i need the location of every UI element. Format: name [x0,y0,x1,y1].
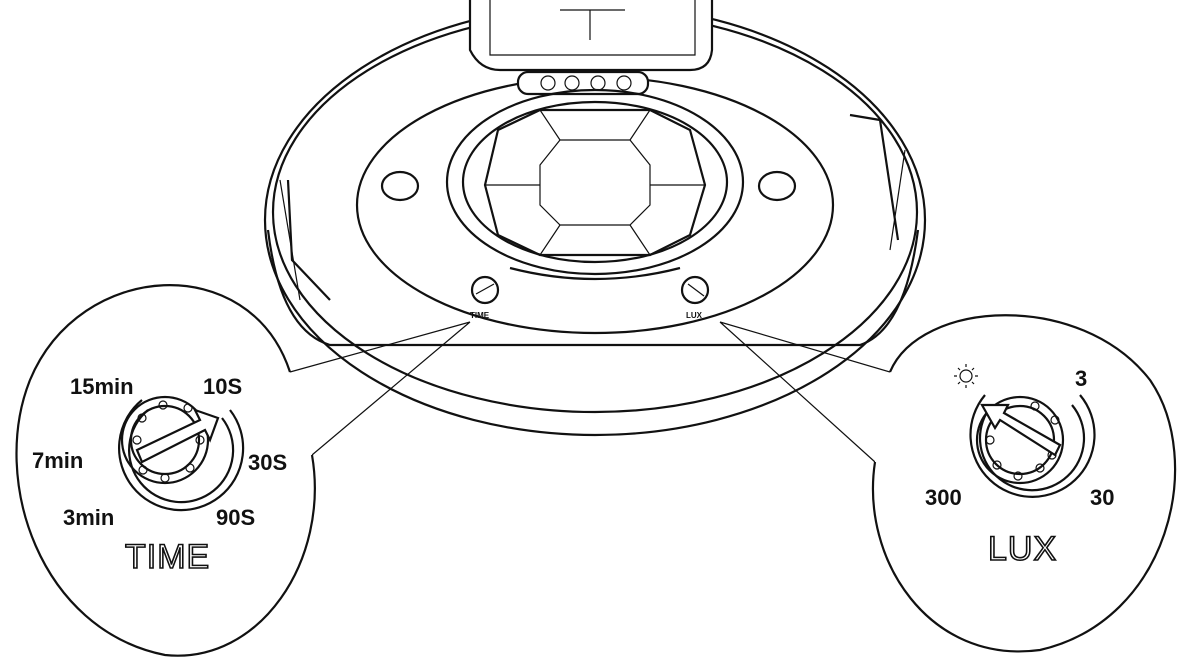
time-dial-small: TIME [470,275,500,320]
time-label-small: TIME [470,311,490,320]
lux-option-30: 30 [1090,485,1114,510]
lux-label-small: LUX [686,311,703,320]
lux-option-3: 3 [1075,366,1087,391]
sensor-body [263,0,927,437]
time-option-90s: 90S [216,505,255,530]
time-option-7min: 7min [32,448,83,473]
leader-lines [289,321,891,463]
time-option-3min: 3min [63,505,114,530]
lux-callout-title: LUX [988,530,1057,568]
lux-dial-small: LUX [680,275,710,320]
lux-callout: 3 300 30 LUX [871,314,1177,653]
pir-lens [445,88,745,281]
time-callout: 15min 10S 7min 30S 3min 90S TIME [15,284,316,657]
lux-arrow-icon [980,403,1062,457]
sun-icon [954,364,978,388]
time-callout-title: TIME [125,538,210,576]
lux-option-300: 300 [925,485,962,510]
time-arrow-icon [135,408,220,464]
time-option-30s: 30S [248,450,287,475]
time-option-10s: 10S [203,374,242,399]
time-option-15min: 15min [70,374,134,399]
